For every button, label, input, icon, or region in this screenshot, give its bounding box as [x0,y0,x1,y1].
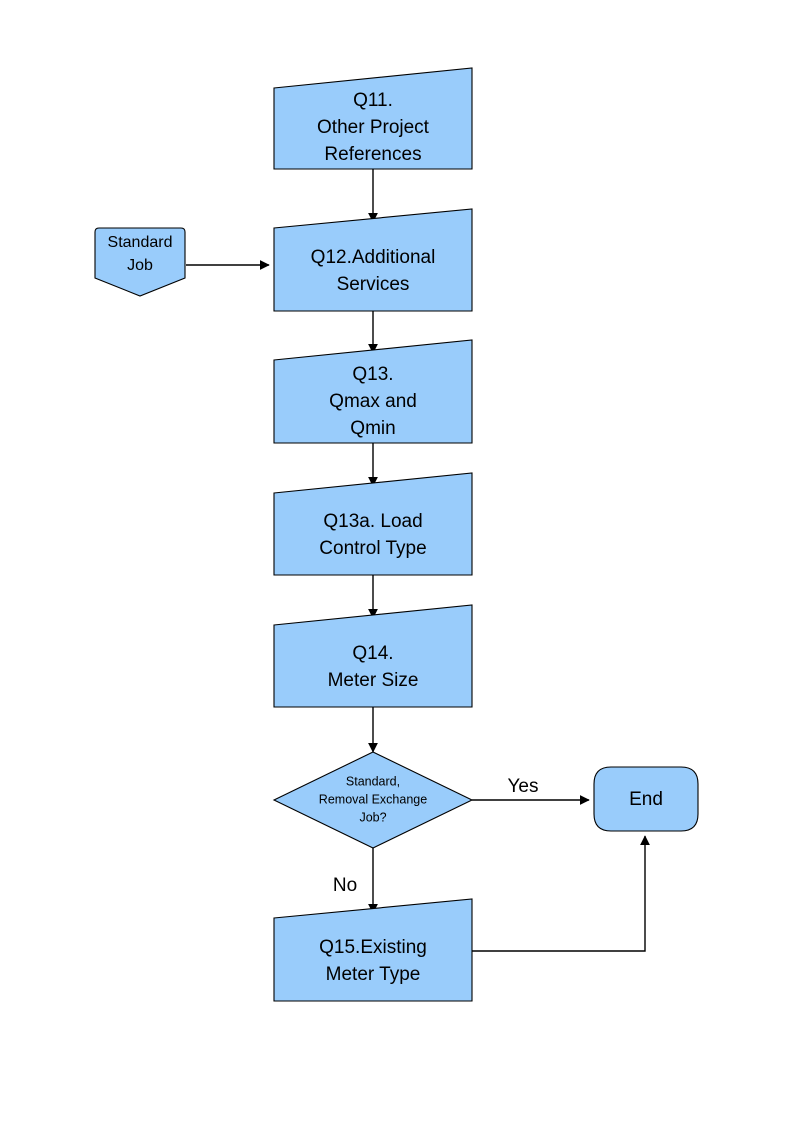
standard-job-shape [94,227,186,297]
node-q14[interactable]: Q14. Meter Size [273,604,473,708]
edge-q15-to-end [472,835,650,952]
q13a-shape [273,472,473,576]
standard-job-label-line2: Job [127,257,153,274]
end-shape [593,766,699,832]
node-standard-job[interactable]: Standard Job [94,227,186,297]
q11-label-line1: Q11. [353,90,393,111]
q15-shape [273,898,473,1002]
node-decision[interactable]: Standard, Removal Exchange Job? [272,751,474,849]
q13a-label-line1: Q13a. Load [323,511,422,532]
edge-labels-layer: Yes No [333,776,539,896]
q13-label-line2: Qmax and [329,391,417,412]
q14-label-line2: Meter Size [328,670,419,691]
decision-label-line2: Removal Exchange [319,792,427,806]
decision-label-line1: Standard, [346,774,400,788]
q13a-label-line2: Control Type [319,538,426,559]
q12-label-line1: Q12.Additional [311,247,436,268]
q11-label-line3: References [324,144,421,165]
node-q12[interactable]: Q12.Additional Services [273,208,473,312]
node-q13[interactable]: Q13. Qmax and Qmin [273,339,473,444]
node-end[interactable]: End [593,766,699,832]
standard-job-label-line1: Standard [108,234,173,251]
edge-label-yes: Yes [508,776,539,797]
node-q15[interactable]: Q15.Existing Meter Type [273,898,473,1002]
edges-layer [186,169,650,952]
q13-shape [273,339,473,444]
end-label: End [629,789,663,810]
q15-label-line1: Q15.Existing [319,937,427,958]
q14-shape [273,604,473,708]
edge-label-no: No [333,875,357,896]
q13-label-line3: Qmin [350,418,395,439]
decision-label-line3: Job? [359,810,386,824]
q13-label-line1: Q13. [352,364,393,385]
q12-shape [273,208,473,312]
node-q11[interactable]: Q11. Other Project References [273,67,473,170]
q11-label-line2: Other Project [317,117,430,138]
decision-shape [272,751,474,849]
node-q13a[interactable]: Q13a. Load Control Type [273,472,473,576]
q12-label-line2: Services [337,274,410,295]
q11-shape [273,67,473,170]
q14-label-line1: Q14. [352,643,393,664]
q15-label-line2: Meter Type [326,964,421,985]
